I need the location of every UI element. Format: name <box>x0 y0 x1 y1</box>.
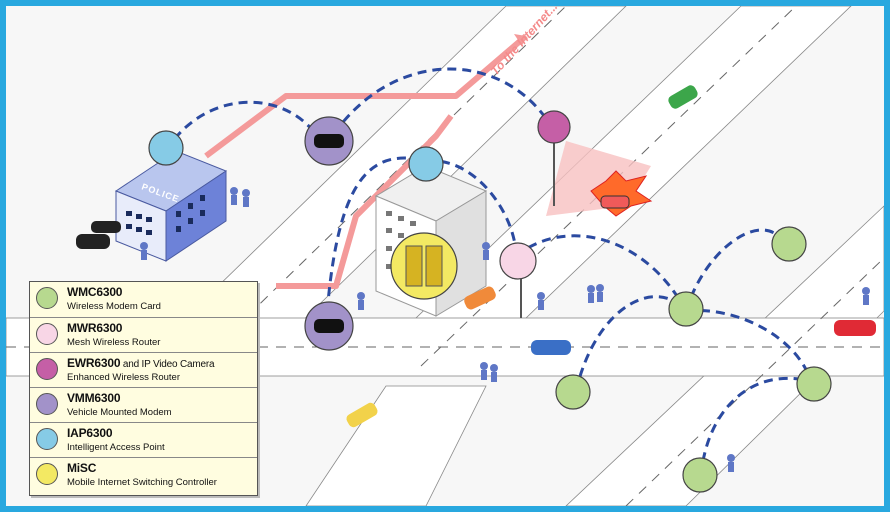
road-center-line <box>195 6 567 367</box>
person <box>231 195 237 205</box>
legend-code: IAP6300 <box>67 426 113 440</box>
person <box>537 292 545 300</box>
backhaul-links <box>204 33 528 289</box>
legend: WMC6300 Wireless Modem Card MWR6300 Mesh… <box>29 281 258 496</box>
yellow-taxi <box>346 402 378 428</box>
legend-description: Wireless Modem Card <box>67 301 161 312</box>
person <box>480 362 488 370</box>
city-network-scene: To the Internet... POLICE <box>6 6 884 506</box>
mwr6300-node <box>499 242 537 280</box>
link <box>685 308 813 382</box>
legend-description: Mesh Wireless Router <box>67 337 161 348</box>
misc-device <box>405 245 443 287</box>
vehicles <box>76 85 876 428</box>
legend-item-mwr6300: MWR6300 Mesh Wireless Router <box>30 317 257 352</box>
police-building: POLICE <box>114 150 228 262</box>
diagonal-road-4 <box>305 385 487 506</box>
person <box>482 242 490 250</box>
legend-code: WMC6300 <box>67 285 123 299</box>
person <box>728 462 734 472</box>
ewr6300-color-dot <box>36 358 58 380</box>
person <box>727 454 735 462</box>
legend-item-misc: MiSC Mobile Internet Switching Controlle… <box>30 457 257 492</box>
person <box>481 370 487 380</box>
wmc6300-node <box>796 366 832 402</box>
legend-item-ewr6300: EWR6300 and IP Video Camera Enhanced Wir… <box>30 352 257 387</box>
vehicle-on-nodes <box>314 134 344 333</box>
arrow-head <box>514 34 526 46</box>
person <box>230 187 238 195</box>
road-center-line <box>625 257 884 506</box>
wmc6300-node <box>771 226 807 262</box>
wmc6300-node <box>668 291 704 327</box>
link <box>684 228 788 312</box>
ewr6300-node <box>537 110 571 144</box>
police-car <box>91 221 121 233</box>
red-car <box>834 320 876 336</box>
person <box>597 292 603 302</box>
link <box>515 234 688 312</box>
legend-item-iap6300: IAP6300 Intelligent Access Point <box>30 422 257 457</box>
legend-code: MWR6300 <box>67 321 123 335</box>
person <box>242 189 250 197</box>
link <box>324 67 556 147</box>
misc-color-dot <box>36 463 58 485</box>
wmc6300-color-dot <box>36 287 58 309</box>
person <box>357 292 365 300</box>
legend-description: Mobile Internet Switching Controller <box>67 477 217 488</box>
backhaul-arrow-bottom <box>276 114 454 289</box>
orange-car <box>464 286 496 310</box>
incident-car-crash <box>590 170 653 217</box>
legend-code-extra: and IP Video Camera <box>120 359 215 370</box>
iap6300-node <box>408 146 444 182</box>
person <box>588 293 594 303</box>
legend-code: MiSC <box>67 461 97 475</box>
person <box>243 197 249 207</box>
person <box>140 242 148 250</box>
wmc6300-node <box>555 374 591 410</box>
person <box>587 285 595 293</box>
backhaul-arrow-top <box>204 33 528 159</box>
person <box>863 295 869 305</box>
legend-item-wmc6300: WMC6300 Wireless Modem Card <box>30 282 257 317</box>
legend-code: VMM6300 <box>67 391 121 405</box>
legend-item-vmm6300: VMM6300 Vehicle Mounted Modem <box>30 387 257 422</box>
wmc6300-node <box>682 457 718 493</box>
misc-node <box>390 232 458 300</box>
legend-code: EWR6300 <box>67 356 121 370</box>
person <box>596 284 604 292</box>
green-car <box>668 85 698 109</box>
person <box>862 287 870 295</box>
mwr6300-color-dot <box>36 323 58 345</box>
link <box>699 376 812 477</box>
person <box>538 300 544 310</box>
person <box>358 300 364 310</box>
legend-description: Enhanced Wireless Router <box>67 372 180 383</box>
police-car <box>76 234 110 249</box>
legend-description: Intelligent Access Point <box>67 442 165 453</box>
pedestrians <box>140 187 870 472</box>
person <box>141 250 147 260</box>
iap6300-node <box>148 130 184 166</box>
person <box>491 372 497 382</box>
vmm6300-color-dot <box>36 393 58 415</box>
blue-car <box>531 340 571 355</box>
person <box>483 250 489 260</box>
legend-code-with-extra: EWR6300 and IP Video Camera <box>67 356 215 370</box>
link <box>324 156 427 327</box>
person <box>490 364 498 372</box>
iap6300-color-dot <box>36 428 58 450</box>
legend-description: Vehicle Mounted Modem <box>67 407 172 418</box>
